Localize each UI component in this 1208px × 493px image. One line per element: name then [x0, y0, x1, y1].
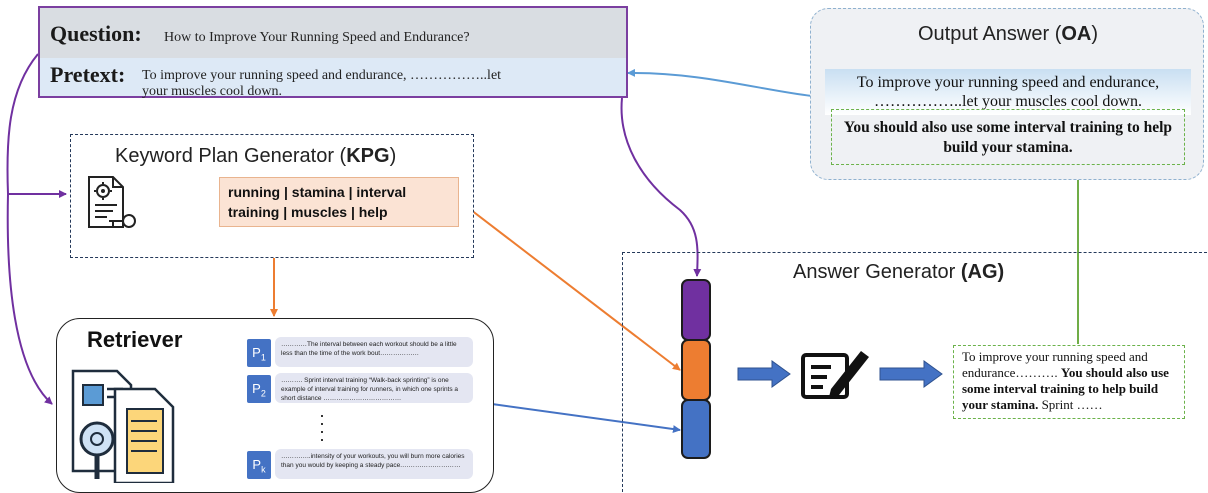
- passage-badge: P1: [247, 339, 271, 367]
- pretext-label: Pretext:: [50, 62, 126, 87]
- document-gear-key-icon: [88, 176, 136, 228]
- documents-magnifier-icon: [71, 369, 175, 483]
- keyword-segment: [681, 339, 711, 401]
- pretext-line2: your muscles cool down.: [142, 84, 282, 99]
- question-box: Question: How to Improve Your Running Sp…: [38, 6, 628, 99]
- kpg-title: Keyword Plan Generator (KPG): [115, 145, 397, 167]
- passage-segment: [681, 399, 711, 459]
- generated-text: To improve your running speed and endura…: [953, 345, 1185, 419]
- output-answer-generated: You should also use some interval traini…: [831, 109, 1185, 165]
- pretext-line1: To improve your running speed and endura…: [142, 68, 502, 83]
- kpg-box: Keyword Plan Generator (KPG) running | s…: [70, 134, 474, 258]
- question-row: Question: How to Improve Your Running Sp…: [40, 8, 626, 58]
- oa-to-pretext-arrow: [627, 68, 813, 97]
- passage-badge: Pk: [247, 451, 271, 479]
- passage-card: …………The interval between each workout sh…: [275, 337, 473, 367]
- ag-block-arrow-2: [879, 360, 943, 388]
- pretext-segment: [681, 279, 711, 341]
- output-answer-title: Output Answer (OA): [917, 23, 1099, 45]
- output-answer-text: To improve your running speed and endura…: [825, 69, 1191, 115]
- question-to-retriever-arrow: [6, 193, 53, 405]
- answer-generator-box: Answer Generator (AG) To improve your ru…: [622, 252, 1208, 492]
- question-to-kpg-arrow: [6, 53, 67, 198]
- edit-document-icon: [801, 351, 869, 399]
- output-answer-box: Output Answer (OA) To improve your runni…: [810, 8, 1204, 180]
- retriever-to-ag-arrow: [491, 403, 681, 434]
- keyword-plan: running | stamina | interval training | …: [219, 177, 459, 227]
- kpg-to-ag-arrow: [457, 199, 681, 371]
- pretext-row: Pretext: To improve your running speed a…: [40, 58, 626, 99]
- question-to-ag-arrow: [620, 97, 702, 277]
- answer-generator-title: Answer Generator (AG): [793, 261, 1005, 283]
- retriever-box: Retriever P1 …………The interval between ea…: [56, 318, 494, 493]
- retriever-title: Retriever: [87, 327, 183, 352]
- question-text: How to Improve Your Running Speed and En…: [164, 30, 470, 45]
- passage-card: …………..intensity of your workouts, you wi…: [275, 449, 473, 479]
- passage-card: ………. Sprint interval training “Walk-back…: [275, 373, 473, 403]
- ag-block-arrow-1: [737, 360, 791, 388]
- ellipsis-dots: ····: [319, 405, 325, 449]
- passage-badge: P2: [247, 375, 271, 403]
- question-label: Question:: [50, 21, 142, 46]
